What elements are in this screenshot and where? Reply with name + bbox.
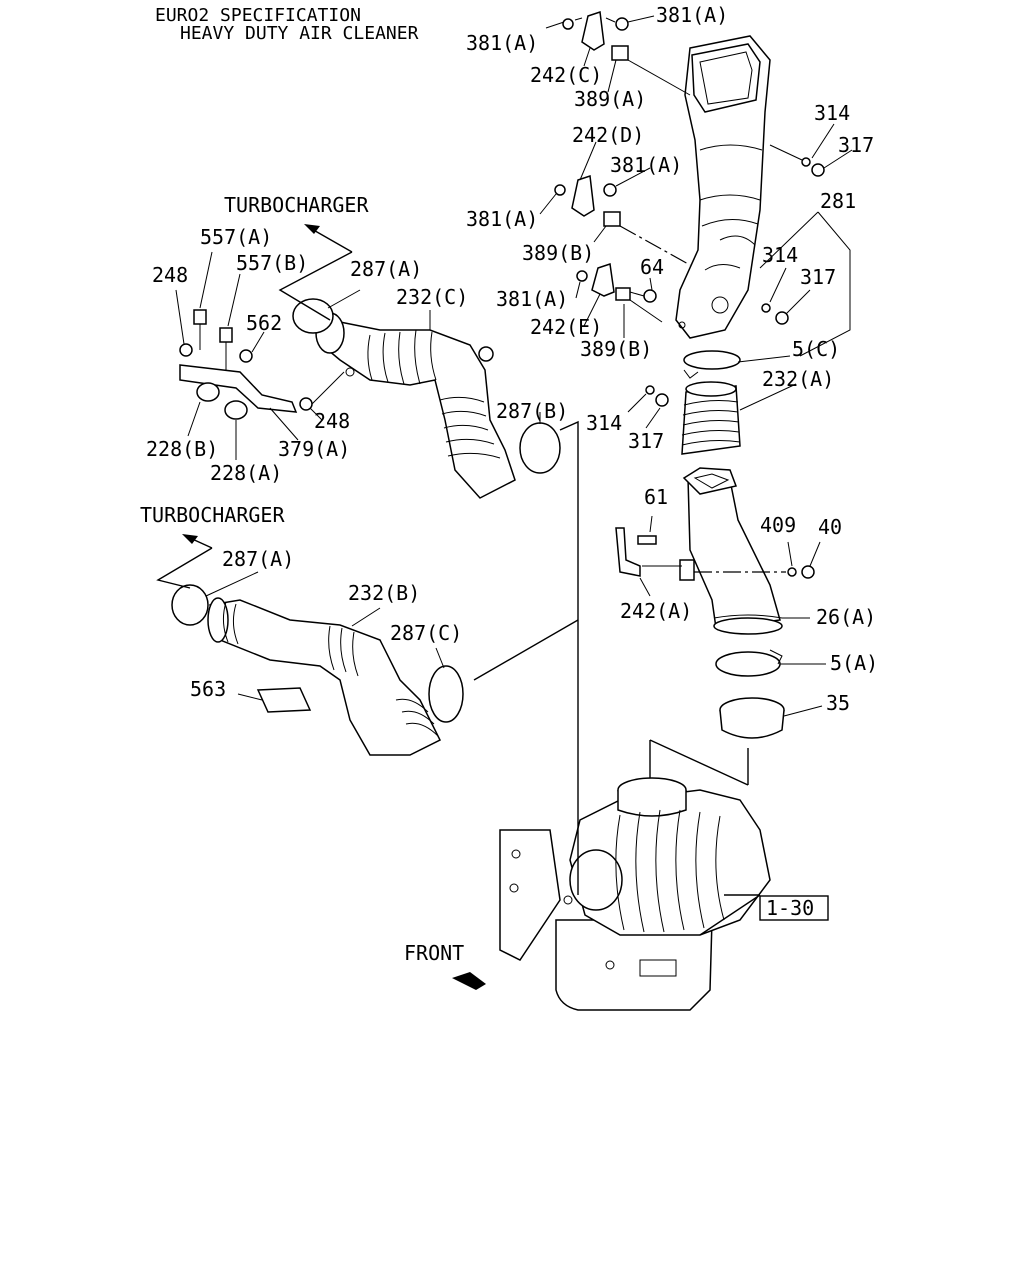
label-314-2: 314: [762, 243, 798, 267]
label-281: 281: [820, 189, 856, 213]
label-5a: 5(A): [830, 651, 878, 675]
part-317-nut-2: [775, 311, 789, 325]
part-248-clamp-1: [179, 343, 193, 357]
label-turbocharger-mid: TURBOCHARGER: [140, 503, 285, 527]
air-cleaner-housing: [499, 777, 771, 1011]
label-409: 409: [760, 513, 796, 537]
label-317-3: 317: [628, 429, 664, 453]
label-317-1: 317: [838, 133, 874, 157]
label-287a-2: 287(A): [222, 547, 294, 571]
part-5a-clamp: [715, 649, 783, 677]
label-40: 40: [818, 515, 842, 539]
part-314-washer-1: [801, 157, 811, 167]
label-turbocharger-top: TURBOCHARGER: [224, 193, 369, 217]
front-label: FRONT: [404, 941, 464, 965]
header-line-2: HEAVY DUTY AIR CLEANER: [180, 23, 419, 44]
part-287c-clamp: [428, 665, 464, 723]
part-228b-clip: [196, 382, 220, 402]
part-317-nut-3: [655, 393, 669, 407]
label-557a: 557(A): [200, 225, 272, 249]
part-557b-bolt: [219, 327, 233, 370]
part-242e-bracket: [591, 263, 615, 297]
label-248-2: 248: [314, 409, 350, 433]
label-389b-1: 389(B): [522, 241, 594, 265]
part-287b-clamp: [519, 422, 561, 474]
label-381a-1: 381(A): [466, 31, 538, 55]
label-389b-2: 389(B): [580, 337, 652, 361]
part-389b-mount-2: [615, 287, 631, 301]
label-381a-4: 381(A): [466, 207, 538, 231]
part-64-bolt: [643, 289, 657, 303]
label-248-1: 248: [152, 263, 188, 287]
part-35-ring: [719, 697, 785, 739]
turbocharger-arrow-mid: [182, 534, 198, 544]
part-317-nut-1: [811, 163, 825, 177]
part-563-bracket: [256, 687, 312, 713]
part-389a-mount: [611, 45, 629, 61]
label-242a: 242(A): [620, 599, 692, 623]
label-64: 64: [640, 255, 664, 279]
label-26a: 26(A): [816, 605, 876, 629]
label-287c: 287(C): [390, 621, 462, 645]
part-228a-clip: [224, 400, 248, 420]
label-314-3: 314: [586, 411, 622, 435]
part-381a-nut-1: [562, 18, 574, 30]
part-314-washer-3: [645, 385, 655, 395]
part-381a-nut-5: [576, 270, 588, 282]
part-5c-clamp: [683, 350, 741, 370]
label-242e: 242(E): [530, 315, 602, 339]
front-arrow: [452, 972, 486, 990]
label-381a-5: 381(A): [496, 287, 568, 311]
part-314-washer-2: [761, 303, 771, 313]
part-379a-pipe: [179, 364, 298, 413]
label-317-2: 317: [800, 265, 836, 289]
label-563: 563: [190, 677, 226, 701]
part-381a-nut-3: [554, 184, 566, 196]
part-287a-clamp-2: [171, 584, 209, 626]
label-232a: 232(A): [762, 367, 834, 391]
label-381a-2: 381(A): [656, 3, 728, 27]
label-242c: 242(C): [530, 63, 602, 87]
part-242d-bracket: [571, 174, 595, 217]
label-5c: 5(C): [792, 337, 840, 361]
part-287a-clamp-1: [292, 298, 334, 334]
label-232b: 232(B): [348, 581, 420, 605]
reference-box: [759, 895, 829, 921]
label-287b: 287(B): [496, 399, 568, 423]
part-232a-hose: [681, 381, 741, 455]
part-242a-bracket: [615, 527, 695, 581]
label-389a: 389(A): [574, 87, 646, 111]
label-314-1: 314: [814, 101, 850, 125]
part-232c-hose: [315, 312, 516, 499]
label-562: 562: [246, 311, 282, 335]
label-232c: 232(C): [396, 285, 468, 309]
label-381a-3: 381(A): [610, 153, 682, 177]
part-242c-bracket: [581, 10, 605, 51]
label-557b: 557(B): [236, 251, 308, 275]
label-61: 61: [644, 485, 668, 509]
part-281-intake-snorkel: [675, 35, 771, 339]
label-228b: 228(B): [146, 437, 218, 461]
label-287a-1: 287(A): [350, 257, 422, 281]
turbocharger-arrow-top: [304, 224, 320, 234]
part-562-nut: [239, 349, 253, 363]
label-228a: 228(A): [210, 461, 282, 485]
label-35: 35: [826, 691, 850, 715]
part-232b-hose: [207, 597, 442, 756]
part-381a-nut-4: [603, 183, 617, 197]
part-381a-nut-2: [615, 17, 629, 31]
part-40-nut: [801, 565, 815, 579]
part-389b-mount-1: [603, 211, 621, 227]
label-379a: 379(A): [278, 437, 350, 461]
part-61-bolt: [637, 535, 657, 545]
part-409-washer: [787, 567, 797, 577]
header-line-1: EURO2 SPECIFICATION: [155, 5, 361, 26]
part-26a-elbow: [682, 467, 783, 635]
reference-box-label: 1-30: [766, 896, 814, 920]
label-242d: 242(D): [572, 123, 644, 147]
part-557a-bolt: [193, 309, 207, 350]
